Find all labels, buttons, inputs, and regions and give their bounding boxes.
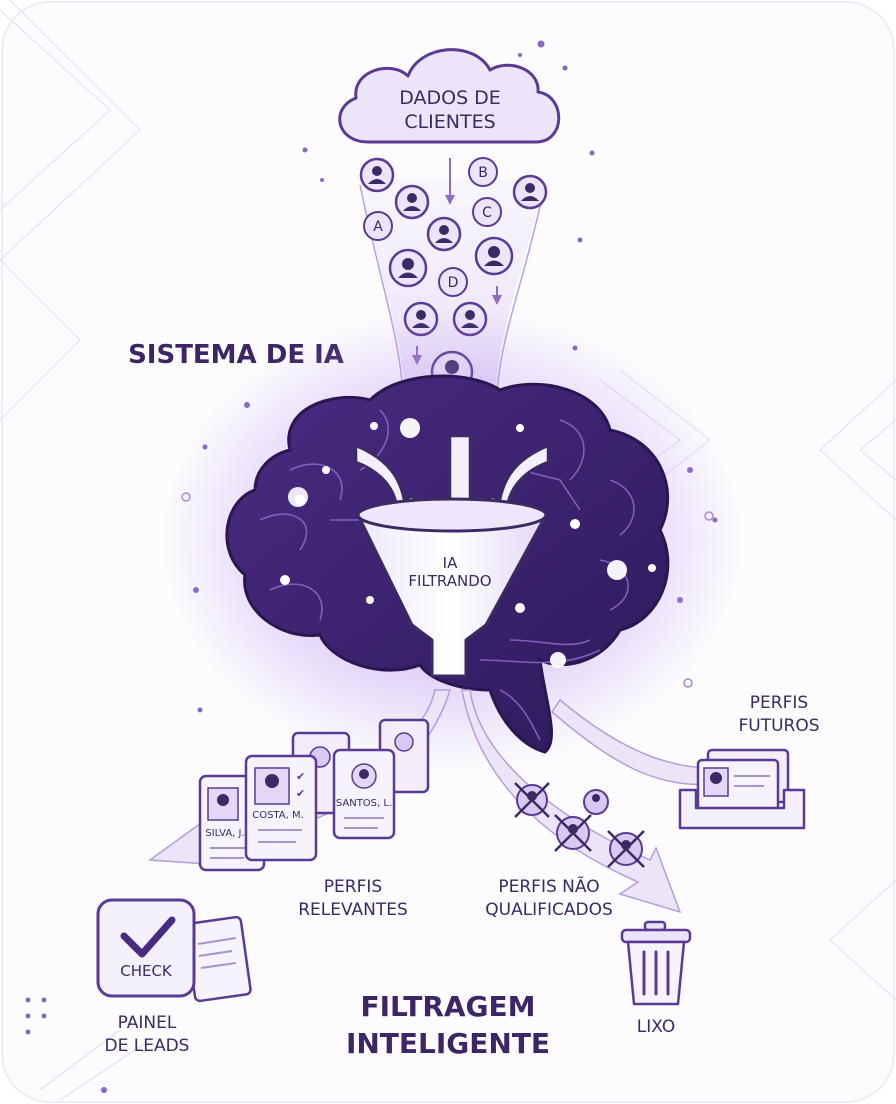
future-label-line2: FUTUROS	[738, 716, 819, 736]
card-name-santos: SANTOS, L.	[336, 798, 392, 809]
card-name-silva: SILVA, J.	[205, 828, 244, 839]
panel-label-line2: DE LEADS	[105, 1036, 190, 1056]
unqualified-profiles	[514, 782, 645, 868]
relevant-label-line2: RELEVANTES	[298, 900, 408, 920]
footer-title-line2: INTELIGENTE	[346, 1027, 550, 1060]
future-label-line1: PERFIS	[750, 693, 808, 713]
funnel-label-line2: FILTRANDO	[408, 572, 491, 590]
filter-funnel: IA FILTRANDO	[356, 497, 548, 678]
relevant-label-line1: PERFIS	[324, 877, 382, 897]
check-label: CHECK	[120, 962, 173, 980]
panel-label-line1: PAINEL	[118, 1013, 177, 1033]
rejected-profile-icon	[607, 830, 645, 868]
unqualified-label-line2: QUALIFICADOS	[485, 900, 613, 920]
person-icon	[426, 216, 462, 252]
future-profiles-tray	[678, 748, 806, 830]
trash-can-icon	[620, 920, 692, 1006]
person-icon	[512, 174, 548, 210]
card-name-costa: COSTA, M.	[252, 810, 304, 821]
rejected-profile-icon	[514, 782, 550, 818]
cloud-label-line2: CLIENTES	[404, 111, 495, 133]
data-cloud: DADOS DE CLIENTES	[338, 48, 561, 144]
cloud-label-line1: DADOS DE	[399, 87, 501, 109]
svg-text:D: D	[448, 275, 459, 291]
person-icon	[583, 789, 609, 815]
card-santos: SANTOS, L.	[332, 748, 396, 840]
letter-bubble-b: B	[468, 157, 498, 187]
letter-bubble-a: A	[363, 211, 393, 241]
svg-text:B: B	[478, 165, 488, 181]
svg-text:A: A	[373, 219, 383, 235]
person-icon	[474, 236, 514, 276]
check-icon: ✔	[296, 787, 305, 800]
lead-panel: CHECK	[96, 898, 252, 1003]
letter-bubble-c: C	[472, 197, 502, 227]
relevant-profiles: SILVA, J. ✔ ✔ COSTA, M. SANTOS, L.	[198, 718, 430, 872]
unqualified-label-line1: PERFIS NÃO	[498, 875, 599, 897]
rejected-profile-icon	[554, 814, 592, 852]
person-icon	[388, 248, 428, 288]
svg-text:C: C	[482, 205, 492, 221]
check-icon: ✔	[296, 770, 305, 783]
letter-bubble-d: D	[438, 267, 468, 297]
funnel-label-line1: IA	[443, 554, 458, 572]
card-costa: ✔ ✔ COSTA, M.	[244, 754, 318, 862]
person-icon	[359, 157, 395, 193]
checkmark-icon	[120, 916, 176, 958]
footer-title-line1: FILTRAGEM	[360, 990, 535, 1023]
trash-label: LIXO	[637, 1017, 675, 1037]
person-icon	[394, 184, 430, 220]
